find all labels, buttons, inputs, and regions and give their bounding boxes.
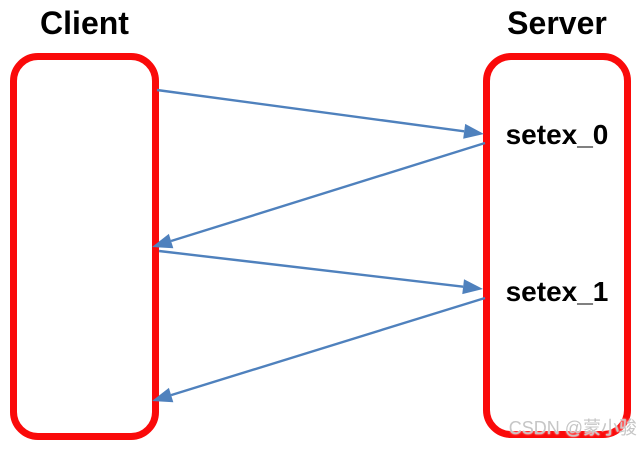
arrow-line [158,249,464,288]
arrow-reply-setex-1 [152,296,486,403]
arrow-request-setex-0 [156,88,484,139]
arrow-line [156,88,465,133]
server-entry-setex-0: setex_0 [505,119,609,150]
arrow-line [170,296,486,397]
server-box [483,53,631,438]
arrowhead-icon [463,123,484,139]
arrow-request-setex-1 [158,249,483,295]
arrow-reply-setex-0 [152,141,486,249]
arrow-line [170,141,486,243]
watermark: CSDN @蒙小骏 [508,418,637,438]
server-title: Server [507,5,607,41]
server-entry-setex-1: setex_1 [505,276,609,307]
client-box [10,53,159,440]
client-title: Client [40,5,129,41]
arrowhead-icon [462,279,483,295]
